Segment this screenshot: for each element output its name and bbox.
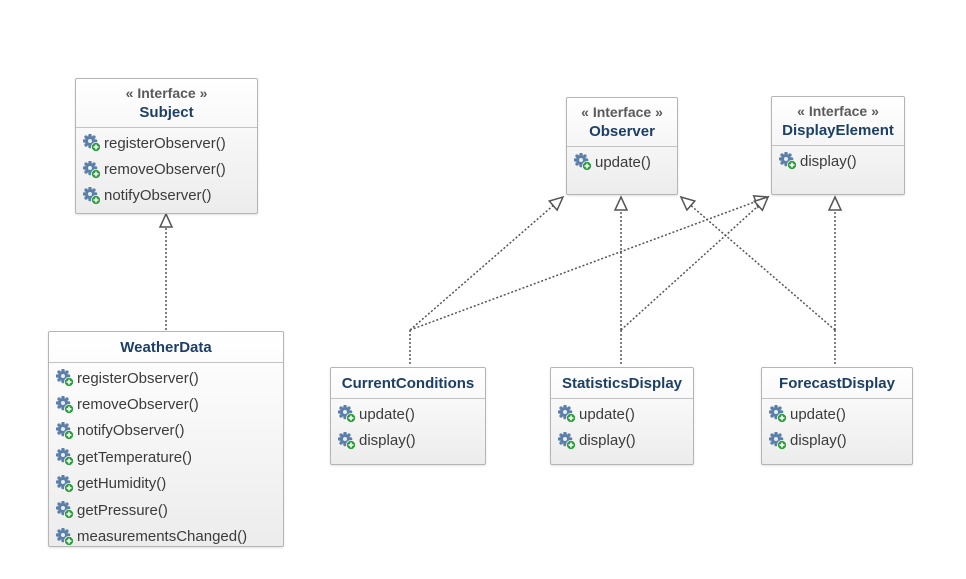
class-name: StatisticsDisplay	[561, 375, 683, 392]
class-name: CurrentConditions	[341, 375, 475, 392]
operation-label: display()	[579, 432, 636, 450]
public-method-gear-icon	[56, 501, 74, 520]
operation-update[interactable]: update()	[567, 149, 677, 175]
stereotype-label: « Interface »	[125, 85, 208, 101]
operations-list: update() display()	[331, 399, 485, 454]
class-header: WeatherData	[49, 332, 283, 363]
operation-get-pressure[interactable]: getPressure()	[49, 497, 283, 523]
realization-line	[690, 204, 836, 331]
stereotype-label: « Interface »	[581, 104, 663, 120]
public-method-gear-icon	[779, 152, 797, 171]
realization-arrowhead	[158, 212, 174, 228]
class-name: WeatherData	[120, 339, 212, 356]
operations-list: display()	[772, 146, 904, 174]
operation-label: display()	[359, 432, 416, 450]
class-header: StatisticsDisplay	[551, 368, 693, 399]
public-method-gear-icon	[56, 474, 74, 493]
operation-label: getPressure()	[77, 501, 168, 519]
class-header: « Interface » Subject	[76, 79, 257, 128]
operation-label: update()	[595, 153, 651, 171]
operation-label: getTemperature()	[77, 448, 193, 466]
realization-arrowhead	[752, 195, 770, 212]
realization-arrowhead	[827, 195, 843, 211]
class-forecast-display[interactable]: ForecastDisplay update() display()	[761, 367, 913, 465]
operations-list: update()	[567, 147, 677, 175]
operation-label: display()	[800, 152, 857, 170]
operation-remove-observer[interactable]: removeObserver()	[76, 156, 257, 182]
operation-update[interactable]: update()	[331, 401, 485, 427]
class-name: Subject	[139, 104, 194, 121]
operation-label: notifyObserver()	[77, 422, 185, 440]
operations-list: registerObserver() removeObserver() notify…	[49, 363, 283, 550]
class-header: « Interface » Observer	[567, 98, 677, 147]
operation-update[interactable]: update()	[762, 401, 912, 427]
operation-get-temperature[interactable]: getTemperature()	[49, 444, 283, 470]
class-current-conditions[interactable]: CurrentConditions update() display()	[330, 367, 486, 465]
public-method-gear-icon	[769, 405, 787, 424]
operation-measurements-changed[interactable]: measurementsChanged()	[49, 523, 283, 549]
public-method-gear-icon	[83, 134, 101, 153]
operation-label: measurementsChanged()	[77, 528, 248, 546]
operations-list: update() display()	[551, 399, 693, 454]
public-method-gear-icon	[83, 186, 101, 205]
operation-display[interactable]: display()	[331, 427, 485, 453]
operation-label: update()	[790, 405, 846, 423]
operation-label: registerObserver()	[77, 369, 199, 387]
operation-label: removeObserver()	[77, 396, 199, 414]
operation-register-observer[interactable]: registerObserver()	[76, 130, 257, 156]
operation-display[interactable]: display()	[762, 427, 912, 453]
class-observer[interactable]: « Interface » Observer update()	[566, 97, 678, 195]
public-method-gear-icon	[56, 369, 74, 388]
class-header: ForecastDisplay	[762, 368, 912, 399]
operations-list: update() display()	[762, 399, 912, 454]
public-method-gear-icon	[56, 527, 74, 546]
stereotype-label: « Interface »	[797, 103, 879, 119]
operation-label: display()	[790, 432, 847, 450]
class-header: « Interface » DisplayElement	[772, 97, 904, 146]
public-method-gear-icon	[558, 431, 576, 450]
operation-label: getHumidity()	[77, 475, 167, 493]
realization-line	[620, 205, 759, 331]
class-name: ForecastDisplay	[779, 375, 895, 392]
realization-line	[409, 200, 757, 331]
operation-label: update()	[579, 405, 635, 423]
public-method-gear-icon	[769, 431, 787, 450]
public-method-gear-icon	[83, 160, 101, 179]
realization-arrowhead	[613, 195, 629, 211]
operation-label: removeObserver()	[104, 161, 226, 179]
operation-display[interactable]: display()	[551, 427, 693, 453]
realization-arrowhead	[547, 195, 565, 212]
operations-list: registerObserver() removeObserver() notify…	[76, 128, 257, 209]
operation-register-observer[interactable]: registerObserver()	[49, 365, 283, 391]
operation-update[interactable]: update()	[551, 401, 693, 427]
operation-label: registerObserver()	[104, 134, 226, 152]
public-method-gear-icon	[558, 405, 576, 424]
public-method-gear-icon	[56, 421, 74, 440]
class-name: Observer	[589, 123, 655, 140]
public-method-gear-icon	[338, 431, 356, 450]
public-method-gear-icon	[574, 153, 592, 172]
operation-display[interactable]: display()	[772, 148, 904, 174]
class-statistics-display[interactable]: StatisticsDisplay update() display()	[550, 367, 694, 465]
public-method-gear-icon	[338, 405, 356, 424]
class-weather-data[interactable]: WeatherData registerObserver() removeObser…	[48, 331, 284, 547]
class-header: CurrentConditions	[331, 368, 485, 399]
realization-line	[409, 204, 554, 331]
operation-label: notifyObserver()	[104, 187, 212, 205]
class-name: DisplayElement	[782, 122, 894, 139]
operation-label: update()	[359, 405, 415, 423]
class-display-element[interactable]: « Interface » DisplayElement display()	[771, 96, 905, 195]
public-method-gear-icon	[56, 395, 74, 414]
operation-notify-observer[interactable]: notifyObserver()	[76, 183, 257, 209]
realization-arrowhead	[679, 195, 697, 212]
operation-notify-observer[interactable]: notifyObserver()	[49, 418, 283, 444]
public-method-gear-icon	[56, 448, 74, 467]
operation-get-humidity[interactable]: getHumidity()	[49, 471, 283, 497]
operation-remove-observer[interactable]: removeObserver()	[49, 391, 283, 417]
